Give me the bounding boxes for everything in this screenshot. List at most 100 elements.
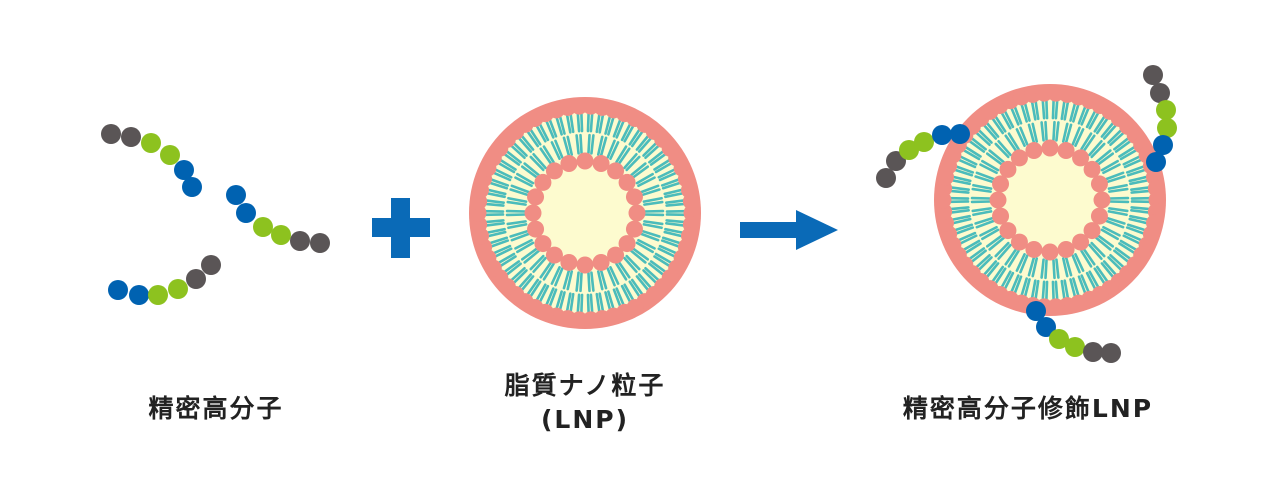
lipid-tail [1108, 187, 1129, 193]
polymer-bead [226, 185, 246, 205]
lipid-tail [957, 158, 977, 169]
lipid-head [989, 191, 1007, 209]
lipid-head [1041, 139, 1059, 157]
lipid-tail [1030, 279, 1037, 300]
lipid-tail [566, 135, 574, 156]
lipid-tail [1045, 280, 1049, 302]
lipid-tail [609, 141, 620, 160]
lipid-head [576, 256, 594, 274]
lipid-tail [991, 116, 1005, 135]
lipid-tail [637, 238, 656, 250]
lipid-head [1025, 240, 1043, 258]
lipid-tail [1007, 249, 1020, 268]
lipid-head [560, 155, 578, 173]
lipid-tail [1126, 168, 1147, 177]
lipid-tail [599, 136, 608, 157]
lipid-heads [934, 84, 1166, 316]
lipid-tail [997, 140, 1012, 157]
lipid-tail [1031, 257, 1039, 278]
lipid-tail [1003, 271, 1015, 291]
lipid-tail [1107, 210, 1128, 217]
polymer-bead [1026, 301, 1046, 321]
lipid-tail [612, 288, 622, 308]
lipid-tail [628, 280, 641, 299]
lipid-tail [529, 280, 542, 299]
lipid-tail [1129, 214, 1150, 222]
lipid-tail [489, 178, 510, 187]
lipid-tail [604, 291, 612, 312]
lipid-tail [643, 220, 664, 226]
lipid-tail [660, 178, 681, 187]
lipid-tail [663, 230, 684, 238]
lipid-head [1093, 191, 1111, 209]
lipid-tail [595, 292, 601, 314]
lipid-tail [1031, 122, 1039, 143]
lipid-tail [977, 128, 993, 144]
lipid-tail [512, 269, 528, 285]
lipid-tail [484, 202, 505, 207]
lipid-tail [623, 256, 638, 273]
lipid-tail [1123, 231, 1143, 242]
lipid-tail [523, 162, 540, 177]
plus-icon [372, 198, 430, 258]
lipid-head [607, 162, 625, 180]
label-lipid-nanoparticle: 脂質ナノ粒子 (LNP) [505, 369, 666, 437]
lipid-tail [635, 172, 654, 185]
lipid-tail [617, 261, 631, 279]
lipid-tail [486, 230, 507, 238]
lipid-tail [949, 189, 970, 194]
lipid-tail [974, 131, 991, 146]
lipid-tail [1082, 248, 1096, 266]
lipid-tail [509, 144, 526, 159]
lipid-tail [1064, 256, 1073, 277]
lipid-tail [1095, 236, 1112, 251]
lipid-tail [949, 186, 970, 191]
lipid-tail [1100, 121, 1115, 138]
lipid-tail [1055, 258, 1060, 279]
lipid-tail [970, 136, 987, 151]
lipid-tail [1105, 216, 1126, 225]
lipid-tail [1069, 278, 1077, 299]
lipid-tail [957, 231, 977, 242]
polymer-bead [174, 160, 194, 180]
lipid-tail [953, 168, 974, 177]
lipid-tail [535, 124, 547, 143]
lipid-tail [1051, 280, 1055, 302]
lipid-tail [599, 269, 608, 290]
lipid-tail [1077, 105, 1087, 125]
lipid-tail [639, 232, 660, 242]
lipid-heads [469, 97, 701, 329]
lipid-tail [505, 262, 522, 277]
lipid-tail [1109, 254, 1126, 269]
lipid-tail [542, 145, 555, 164]
lipid-tail [590, 134, 595, 155]
polymer-bead [1049, 329, 1069, 349]
lipid-tail [1044, 258, 1048, 280]
polymer-bead [141, 133, 161, 153]
lipid-tail [1095, 116, 1109, 135]
polymer-bead [290, 231, 310, 251]
lipid-tail [985, 262, 1000, 279]
lipid-tail [665, 199, 686, 204]
lipid-tail [550, 266, 561, 285]
lipid-tail [1108, 207, 1129, 213]
lipid-tail [545, 287, 555, 307]
polymer-chain [1143, 65, 1177, 172]
lipid-tail [654, 252, 673, 265]
lipid-tail [620, 284, 632, 304]
lipid-tail [625, 254, 641, 271]
lipid-tail [498, 158, 517, 171]
polymer-bead [1150, 83, 1170, 103]
lipid-head [1090, 175, 1108, 193]
lipid-tail [1004, 248, 1018, 266]
lipid-tail [545, 119, 555, 139]
lipid-tail [1122, 234, 1142, 245]
lipid-tails [483, 111, 687, 315]
lipid-tail [575, 134, 580, 155]
lipid-tail [649, 260, 667, 274]
lipid-tail [1085, 271, 1097, 291]
lipid-tail [535, 283, 547, 302]
polymer-chain [226, 185, 330, 253]
lipid-tail [653, 158, 672, 171]
lipid-tail [532, 153, 547, 170]
